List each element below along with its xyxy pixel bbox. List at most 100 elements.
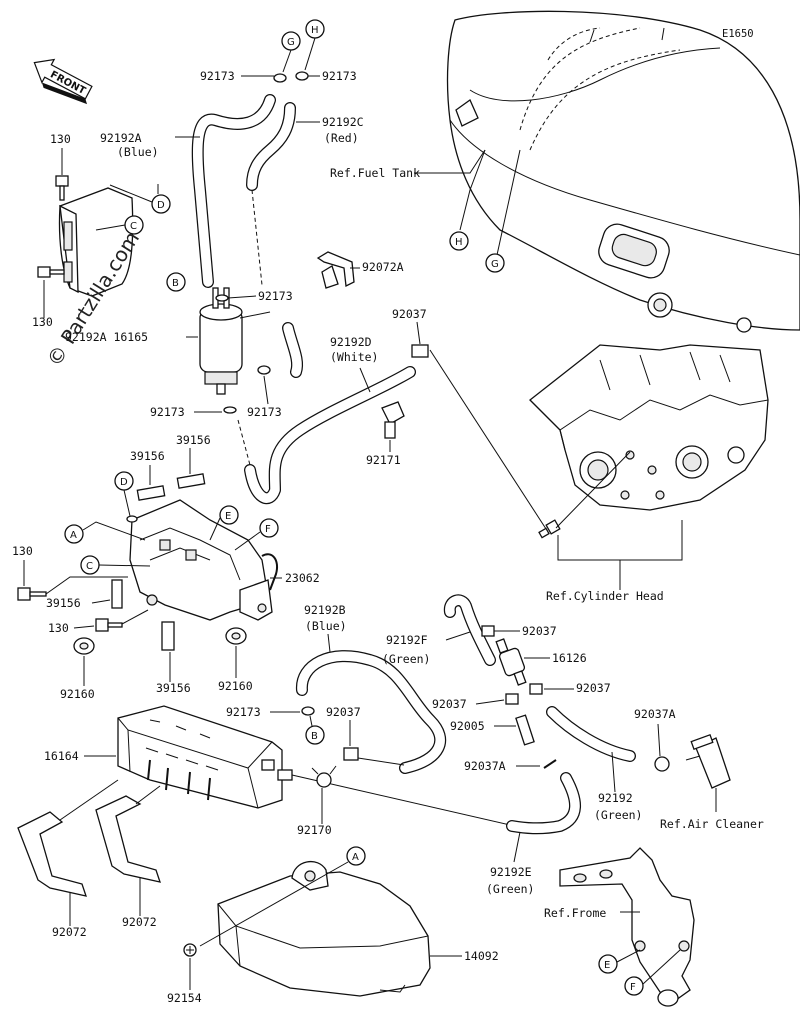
part-92072-a: 92072	[52, 925, 87, 939]
hose-clamp-icon	[343, 747, 359, 761]
svg-text:D: D	[120, 477, 128, 488]
ref-cylinder-head-label: Ref.Cylinder Head	[546, 589, 664, 603]
callout-e-bracket: E	[219, 505, 239, 525]
callout-h-tank: H	[449, 231, 469, 251]
pad-39156-d	[161, 621, 175, 651]
svg-text:G: G	[491, 259, 499, 270]
grommet-92160-a	[73, 637, 95, 655]
part-92173-a: 92173	[200, 69, 235, 83]
ref-frame-label: Ref.Frome	[544, 906, 606, 920]
callout-g-top: G	[281, 31, 301, 51]
part-23062: 23062	[285, 571, 320, 585]
part-92192b-color: (Blue)	[305, 619, 347, 633]
part-130-d: 130	[48, 621, 69, 635]
front-arrow-icon: FRONT	[33, 58, 93, 105]
part-92192c-color: (Red)	[324, 131, 359, 145]
pad-39156-c	[111, 579, 123, 609]
part-130-a: 130	[50, 132, 71, 146]
part-92160-b: 92160	[218, 679, 253, 693]
strap-92072-b	[95, 795, 161, 883]
part-92192d: 92192D	[330, 335, 372, 349]
hose-clamp-icon	[411, 344, 429, 358]
part-16164: 16164	[44, 749, 79, 763]
svg-text:B: B	[172, 278, 179, 289]
svg-text:F: F	[630, 982, 636, 993]
svg-text:B: B	[311, 731, 318, 742]
part-92170: 92170	[297, 823, 332, 837]
part-92037a-b: 92037A	[634, 707, 676, 721]
part-16126: 16126	[552, 651, 587, 665]
hose-clamp-icon	[529, 683, 543, 695]
part-92173-f: 92173	[226, 705, 261, 719]
part-39156-b: 39156	[176, 433, 211, 447]
part-92037-e: 92037	[326, 705, 361, 719]
callout-d-bracket: D	[114, 471, 134, 491]
part-92192-color: (Green)	[594, 808, 642, 822]
fitting-icon	[538, 519, 561, 539]
cover-14092	[217, 860, 431, 997]
part-39156-a: 39156	[130, 449, 165, 463]
svg-text:A: A	[352, 852, 359, 863]
callout-b-lower: B	[305, 725, 325, 745]
hose-92192d	[244, 366, 416, 505]
part-39156-d: 39156	[156, 681, 191, 695]
hose-92192a	[191, 94, 276, 288]
part-92192a-16165: 92192A 16165	[65, 330, 148, 344]
part-92005: 92005	[450, 719, 485, 733]
part-92192: 92192	[598, 791, 633, 805]
svg-text:H: H	[455, 237, 463, 248]
part-92160-a: 92160	[60, 687, 95, 701]
pad-39156-a	[136, 485, 166, 501]
part-92173-d: 92173	[247, 405, 282, 419]
part-92192c: 92192C	[322, 115, 364, 129]
callout-h-top: H	[305, 19, 325, 39]
callout-a-cover: A	[346, 846, 366, 866]
bolt-icon	[55, 175, 69, 201]
ref-air-cleaner-label: Ref.Air Cleaner	[660, 817, 764, 831]
part-92037-c: 92037	[432, 697, 467, 711]
part-92192f: 92192F	[386, 633, 428, 647]
callout-b-filter: B	[166, 272, 186, 292]
grommet-icon	[126, 515, 138, 523]
hose-clamp-icon	[505, 693, 519, 705]
part-92037-d: 92037	[576, 681, 611, 695]
svg-text:G: G	[287, 37, 295, 48]
valve-92171	[381, 401, 405, 439]
part-39156-c: 39156	[46, 596, 81, 610]
cylinder-head	[529, 344, 769, 511]
pad-39156-b	[176, 473, 206, 489]
air-cleaner-fitting	[685, 733, 731, 789]
hose-clamp-icon	[301, 706, 315, 716]
part-92192b: 92192B	[304, 603, 346, 617]
hose-clamp-icon	[481, 625, 495, 637]
callout-g-tank: G	[485, 253, 505, 273]
filter-16126	[495, 638, 527, 686]
svg-text:A: A	[70, 530, 77, 541]
part-92072-b: 92072	[122, 915, 157, 929]
svg-text:H: H	[311, 25, 319, 36]
svg-text:E: E	[225, 511, 231, 522]
hose-clamp-icon	[257, 365, 271, 375]
callout-a-bracket: A	[64, 524, 84, 544]
svg-text:F: F	[265, 524, 271, 535]
hose-clamp-icon	[273, 71, 309, 83]
part-92171: 92171	[366, 453, 401, 467]
part-92037a-a: 92037A	[464, 759, 506, 773]
bracket-cover	[58, 187, 134, 297]
part-130-b: 130	[32, 315, 53, 329]
part-92192f-color: (Green)	[382, 652, 430, 666]
bolt-icon	[37, 266, 65, 278]
callout-d-top: D	[151, 194, 171, 214]
bracket-assembly-23062	[129, 499, 278, 621]
part-92192e: 92192E	[490, 865, 532, 879]
part-92192a: 92192A	[100, 131, 142, 145]
callout-c-bracket: C	[80, 555, 100, 575]
part-92192a-color: (Blue)	[117, 145, 159, 159]
part-92037-a: 92037	[392, 307, 427, 321]
part-130-c: 130	[12, 544, 33, 558]
part-92192d-color: (White)	[330, 350, 378, 364]
fuel-tank	[446, 10, 800, 333]
hose-92192c	[246, 102, 296, 191]
grommet-92160-b	[225, 627, 247, 645]
